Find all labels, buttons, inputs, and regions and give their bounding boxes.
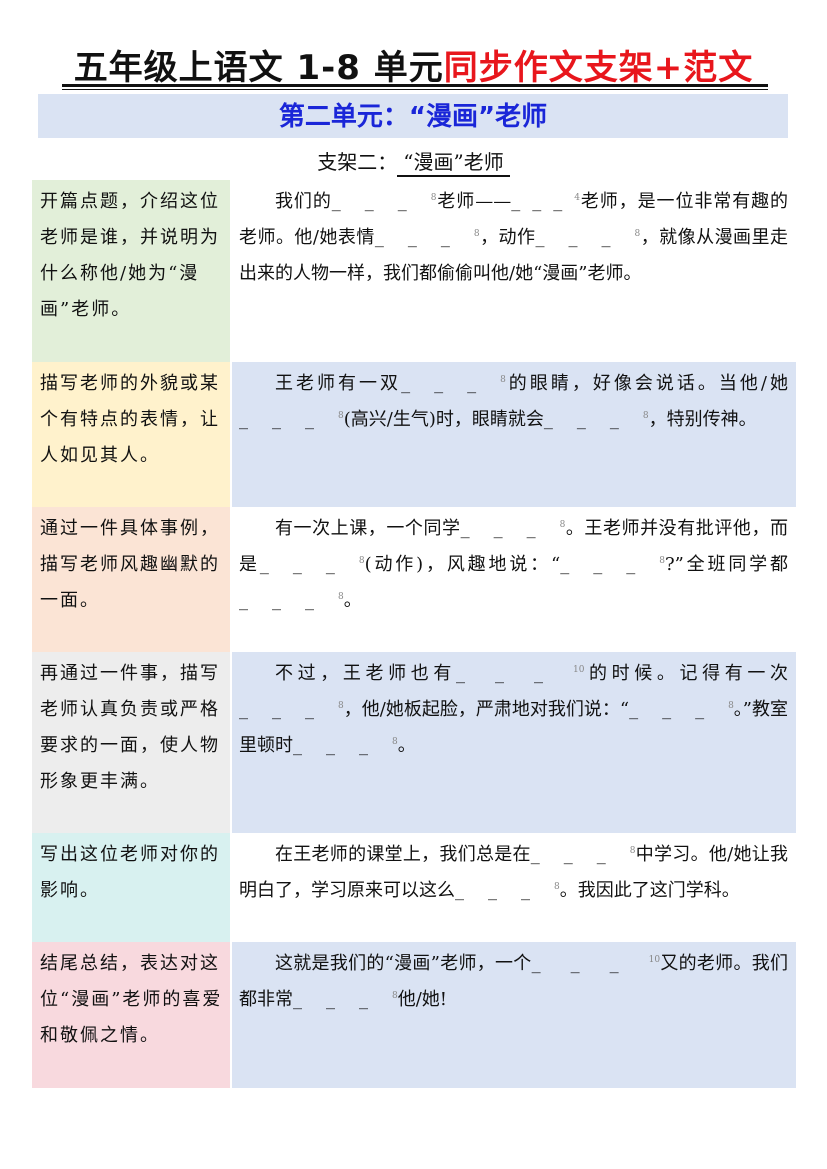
subtitle-main: “漫画”老师 bbox=[397, 150, 510, 177]
fill-blank[interactable]: ___ bbox=[535, 227, 635, 248]
fill-blank[interactable]: ___ bbox=[455, 663, 573, 684]
fill-blank[interactable]: ___ bbox=[374, 227, 474, 248]
section-guide: 通过一件具体事例，描写老师风趣幽默的一面。 bbox=[32, 507, 230, 652]
blank-length: 8 bbox=[338, 592, 344, 602]
fill-blank[interactable]: ___ bbox=[560, 554, 660, 575]
fill-blank[interactable]: ___ bbox=[331, 191, 431, 212]
section-guide: 再通过一件事，描写老师认真负责或严格要求的一面，使人物形象更丰满。 bbox=[32, 652, 230, 833]
blank-length: 8 bbox=[554, 882, 560, 892]
title-divider-thin bbox=[62, 89, 768, 90]
fill-blank[interactable]: ___ bbox=[511, 191, 575, 212]
fill-blank[interactable]: ___ bbox=[629, 699, 729, 720]
section-guide: 开篇点题，介绍这位老师是谁，并说明为什么称他/她为“漫画”老师。 bbox=[32, 180, 230, 362]
blank-length: 8 bbox=[392, 991, 398, 1001]
fill-blank[interactable]: ___ bbox=[401, 373, 501, 394]
blank-length: 8 bbox=[473, 229, 480, 239]
table-row: 通过一件具体事例，描写老师风趣幽默的一面。有一次上课，一个同学___8。王老师并… bbox=[32, 507, 796, 652]
fill-blank[interactable]: ___ bbox=[530, 844, 630, 865]
fill-in-paragraph: 我们的___8老师——___4老师，是一位非常有趣的老师。他/她表情___8，动… bbox=[232, 180, 796, 362]
fill-in-paragraph: 不过，王老师也有___10的时候。记得有一次___8，他/她板起脸，严肃地对我们… bbox=[232, 652, 796, 833]
subtitle: 支架二：“漫画”老师 bbox=[0, 146, 827, 177]
blank-length: 8 bbox=[728, 701, 734, 711]
blank-length: 8 bbox=[338, 411, 344, 421]
scaffold-table: 开篇点题，介绍这位老师是谁，并说明为什么称他/她为“漫画”老师。我们的___8老… bbox=[32, 180, 796, 1088]
table-row: 结尾总结，表达对这位“漫画”老师的喜爱和敬佩之情。这就是我们的“漫画”老师，一个… bbox=[32, 942, 796, 1088]
fill-blank[interactable]: ___ bbox=[239, 590, 338, 611]
fill-blank[interactable]: ___ bbox=[239, 699, 338, 720]
fill-blank[interactable]: ___ bbox=[543, 409, 643, 430]
blank-length: 8 bbox=[629, 846, 636, 856]
table-row: 描写老师的外貌或某个有特点的表情，让人如见其人。王老师有一双___8的眼睛，好像… bbox=[32, 362, 796, 507]
fill-blank[interactable]: ___ bbox=[239, 409, 338, 430]
blank-length: 10 bbox=[648, 955, 661, 965]
subtitle-prefix: 支架二： bbox=[317, 150, 398, 174]
section-guide: 写出这位老师对你的影响。 bbox=[32, 833, 230, 942]
title-divider bbox=[62, 84, 768, 87]
fill-blank[interactable]: ___ bbox=[460, 518, 560, 539]
page-title: 五年级上语文 1-8 单元同步作文支架+范文 bbox=[0, 40, 827, 89]
section-guide: 描写老师的外貌或某个有特点的表情，让人如见其人。 bbox=[32, 362, 230, 507]
section-guide: 结尾总结，表达对这位“漫画”老师的喜爱和敬佩之情。 bbox=[32, 942, 230, 1088]
fill-blank[interactable]: ___ bbox=[259, 554, 359, 575]
fill-in-paragraph: 有一次上课，一个同学___8。王老师并没有批评他，而是___8(动作)，风趣地说… bbox=[232, 507, 796, 652]
title-black: 五年级上语文 1-8 单元 bbox=[73, 48, 444, 88]
table-row: 写出这位老师对你的影响。在王老师的课堂上，我们总是在___8中学习。他/她让我明… bbox=[32, 833, 796, 942]
blank-length: 8 bbox=[392, 737, 398, 747]
blank-length: 8 bbox=[358, 556, 365, 566]
fill-blank[interactable]: ___ bbox=[293, 735, 392, 756]
fill-in-paragraph: 这就是我们的“漫画”老师，一个___10又的老师。我们都非常___8他/她! bbox=[232, 942, 796, 1088]
unit-heading: 第二单元：“漫画”老师 bbox=[38, 94, 788, 138]
title-red: 同步作文支架+范文 bbox=[443, 48, 754, 88]
blank-length: 8 bbox=[634, 229, 641, 239]
table-row: 再通过一件事，描写老师认真负责或严格要求的一面，使人物形象更丰满。不过，王老师也… bbox=[32, 652, 796, 833]
blank-length: 8 bbox=[430, 193, 437, 203]
fill-blank[interactable]: ___ bbox=[293, 989, 392, 1010]
fill-in-paragraph: 在王老师的课堂上，我们总是在___8中学习。他/她让我明白了，学习原来可以这么_… bbox=[232, 833, 796, 942]
blank-length: 8 bbox=[659, 556, 665, 566]
fill-blank[interactable]: ___ bbox=[531, 953, 649, 974]
blank-length: 8 bbox=[559, 520, 566, 530]
fill-blank[interactable]: ___ bbox=[455, 880, 554, 901]
blank-length: 4 bbox=[574, 193, 580, 203]
table-row: 开篇点题，介绍这位老师是谁，并说明为什么称他/她为“漫画”老师。我们的___8老… bbox=[32, 180, 796, 362]
blank-length: 8 bbox=[642, 411, 649, 421]
blank-length: 10 bbox=[572, 665, 585, 675]
blank-length: 8 bbox=[500, 375, 506, 385]
fill-in-paragraph: 王老师有一双___8的眼睛，好像会说话。当他/她___8(高兴/生气)时，眼睛就… bbox=[232, 362, 796, 507]
blank-length: 8 bbox=[338, 701, 344, 711]
